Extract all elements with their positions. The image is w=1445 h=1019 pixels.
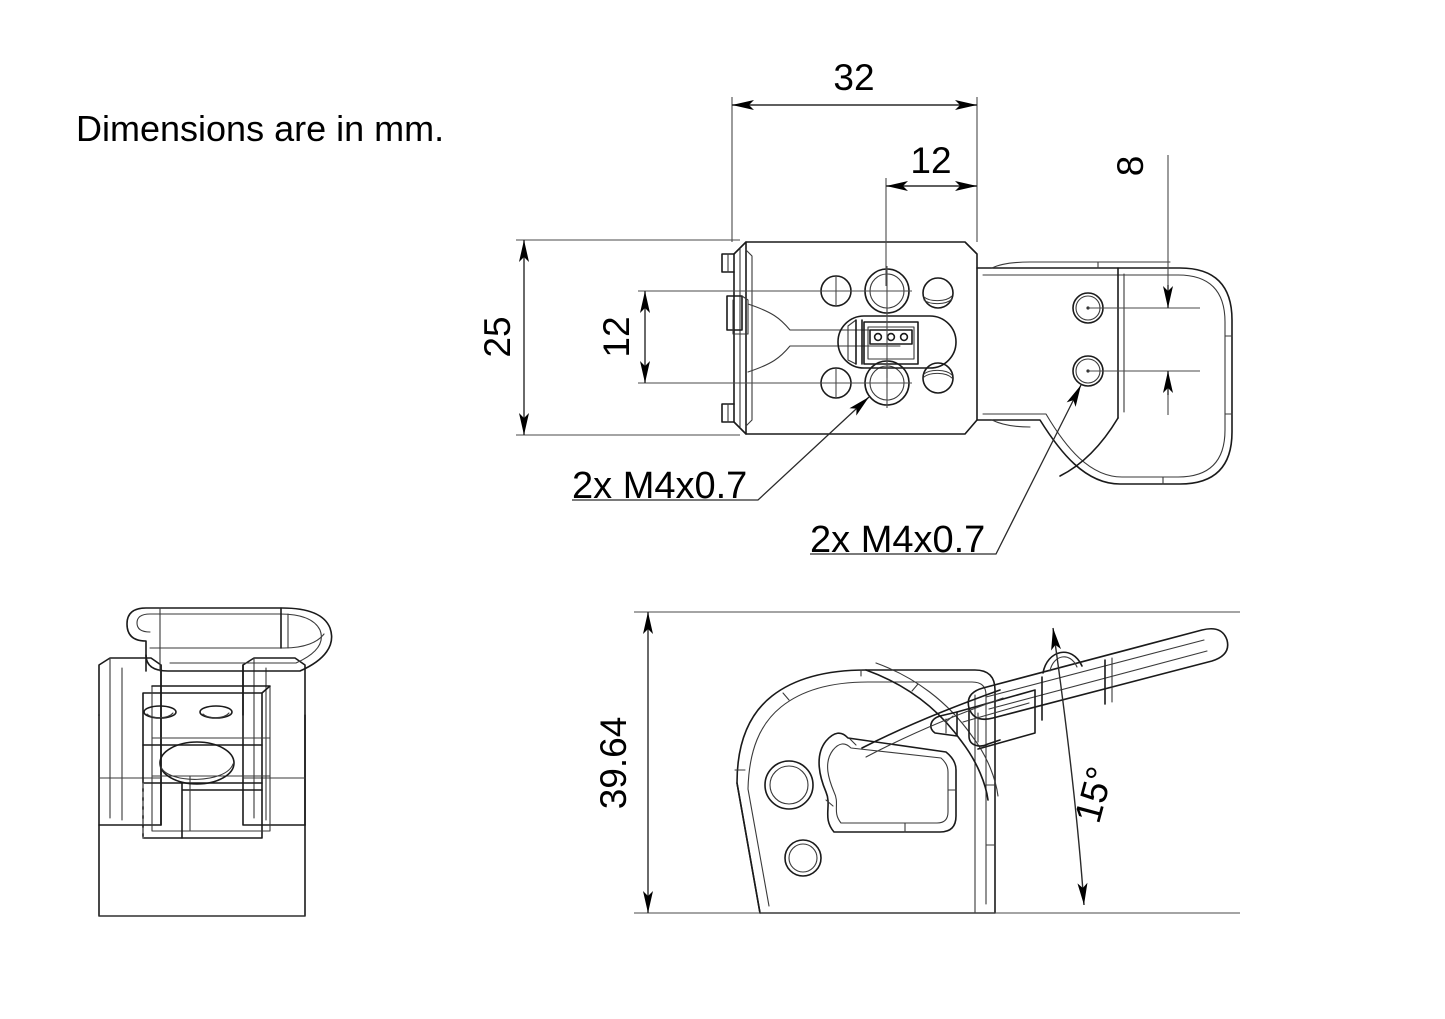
dimension-offset-12: 12 bbox=[885, 140, 977, 286]
front-view-slot-left bbox=[143, 705, 177, 719]
dimension-value-25: 25 bbox=[477, 316, 518, 357]
side-view-cam-cutout bbox=[818, 732, 957, 833]
dimension-height-25: 25 bbox=[477, 239, 740, 436]
front-view-handle bbox=[126, 607, 333, 672]
dimension-height-39-64: 39.64 bbox=[593, 612, 653, 913]
counterbore-lower bbox=[922, 362, 954, 394]
dimension-value-39-64: 39.64 bbox=[593, 717, 634, 810]
callout-label-body: 2x M4x0.7 bbox=[572, 465, 747, 507]
dimension-width-32: 32 bbox=[731, 57, 978, 242]
front-view bbox=[98, 607, 333, 917]
callout-label-handle: 2x M4x0.7 bbox=[810, 519, 985, 561]
units-note: Dimensions are in mm. bbox=[76, 108, 444, 149]
dimension-value-8: 8 bbox=[1110, 156, 1151, 177]
side-view: 39.64 15° bbox=[593, 611, 1240, 914]
dimension-value-12-horizontal: 12 bbox=[910, 140, 951, 181]
callout-thread-handle: 2x M4x0.7 bbox=[810, 384, 1082, 561]
dimension-hole-pitch-12: 12 bbox=[596, 290, 862, 384]
side-view-hole-lower bbox=[784, 839, 822, 877]
counterbore-upper bbox=[922, 277, 954, 309]
handle-hole-lower bbox=[1072, 355, 1200, 387]
front-view-slot-right bbox=[199, 705, 233, 719]
side-view-hole-upper bbox=[764, 760, 814, 810]
front-view-oval-boss bbox=[159, 741, 235, 785]
callout-thread-body: 2x M4x0.7 bbox=[572, 396, 870, 507]
dimension-value-12-vertical: 12 bbox=[596, 316, 637, 357]
top-view-handle bbox=[976, 261, 1233, 485]
top-view-body bbox=[721, 241, 978, 435]
connector-boss bbox=[837, 308, 957, 378]
top-view: 32 12 25 12 8 bbox=[477, 57, 1233, 561]
handle-hole-upper bbox=[1072, 292, 1200, 324]
dimension-handle-8: 8 bbox=[1110, 155, 1173, 415]
dimension-value-32: 32 bbox=[833, 57, 874, 98]
